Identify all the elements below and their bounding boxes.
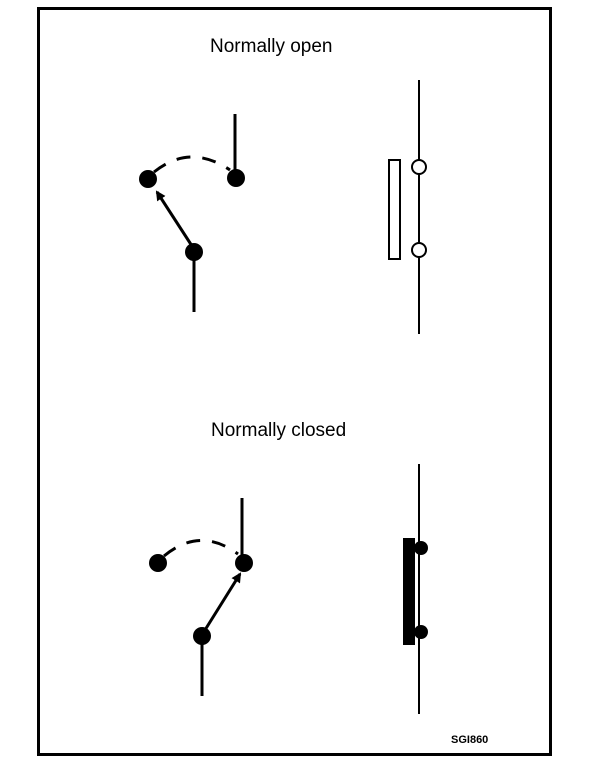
normally-open-fixed-contact — [227, 169, 245, 187]
normally-closed-relay-contact-bar — [403, 538, 415, 645]
normally-closed-switch-symbol — [149, 498, 253, 696]
normally-open-relay-upper-contact — [411, 159, 427, 175]
normally-open-relay-contact-bar — [388, 159, 401, 260]
normally-closed-relay-upper-contact — [414, 541, 428, 555]
normally-closed-open-contact — [149, 554, 167, 572]
normally-open-title: Normally open — [210, 36, 333, 57]
figure-code: SGI860 — [451, 734, 489, 746]
normally-closed-title: Normally closed — [211, 420, 347, 441]
normally-open-switch-symbol — [139, 114, 245, 312]
normally-closed-relay-symbol — [403, 464, 428, 714]
normally-open-switch-arm-arrow — [155, 190, 194, 247]
normally-closed-switch-arm-arrow — [203, 572, 242, 631]
normally-open-travel-arc — [153, 155, 231, 174]
normally-closed-relay-lower-contact — [414, 625, 428, 639]
normally-open-relay-lower-contact — [411, 242, 427, 258]
normally-closed-fixed-contact — [235, 554, 253, 572]
diagram-frame — [37, 7, 552, 756]
normally-open-relay-symbol — [388, 80, 427, 334]
normally-open-moving-contact — [139, 170, 157, 188]
normally-closed-travel-arc — [163, 539, 239, 558]
